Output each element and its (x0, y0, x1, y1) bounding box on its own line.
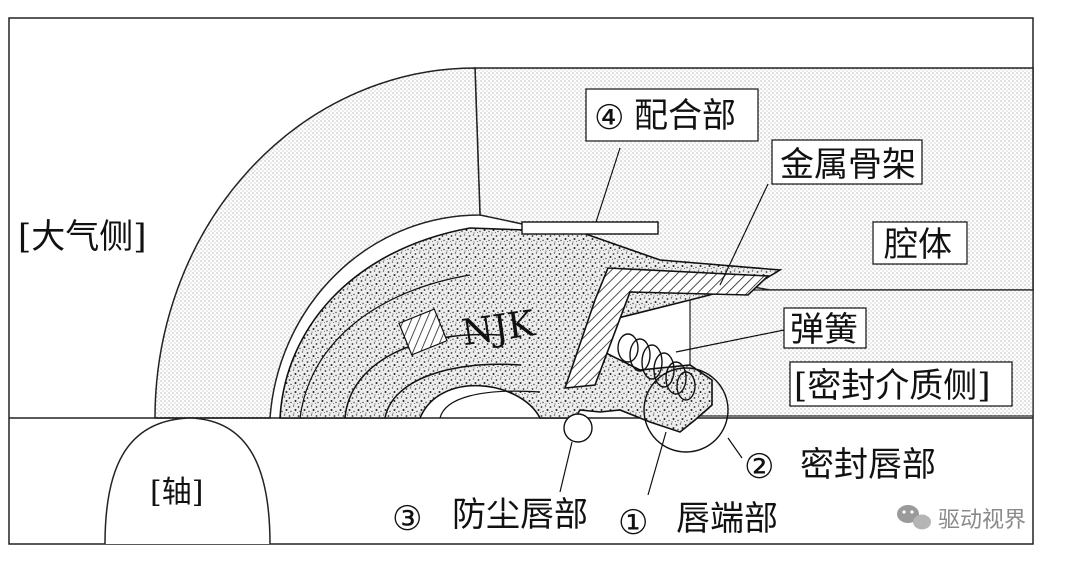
mating-part-strip (521, 221, 659, 235)
shaft-label: [轴] (150, 475, 203, 510)
shaft-end-arc (104, 417, 271, 545)
medium-side-label: [密封介质侧] (794, 366, 991, 406)
wechat-icon (897, 505, 931, 530)
watermark-text: 驱动视界 (938, 508, 1026, 533)
metal-frame-shape (563, 267, 770, 389)
garter-spring (617, 333, 696, 401)
leader-spring (675, 329, 785, 353)
spring-label: 弹簧 (790, 310, 858, 350)
sealing-lip-label: 密封唇部 (800, 445, 936, 485)
dust-lip-label: 防尘唇部 (452, 495, 588, 535)
seal-ring-inner-1 (344, 333, 501, 419)
sealing-lip-marker (643, 367, 729, 453)
metal-frame-label: 金属骨架 (780, 145, 916, 185)
housing-label: 腔体 (884, 225, 952, 265)
mating-label-box (585, 88, 759, 142)
leader-mating (595, 147, 621, 223)
watermark: 驱动视界 (897, 505, 1026, 533)
dust-lip-marker (563, 413, 593, 443)
leader-dust-lip (559, 441, 573, 493)
brand-mark-text: NJK (459, 303, 538, 354)
callout-number-sealing-lip: ② (744, 447, 774, 487)
callout-number-mating: ④ (594, 98, 624, 138)
atmosphere-side-label: [大气侧] (18, 217, 147, 257)
spring-label-box (783, 307, 867, 349)
callout-number-lip-tip: ① (618, 503, 648, 543)
lip-tip-label: 唇端部 (676, 499, 778, 539)
brand-mark-box (398, 308, 448, 356)
leader-sealing-lip (727, 437, 743, 459)
metal-frame-label-box (771, 139, 923, 185)
atmosphere-region (154, 67, 481, 419)
callout-number-dust-lip: ③ (392, 499, 422, 539)
seal-ring-outer-1 (299, 274, 471, 419)
seal-ring-inner-3 (439, 390, 541, 419)
leader-metal-frame (719, 183, 769, 286)
housing-label-box (872, 221, 968, 265)
mating-part-label: 配合部 (634, 96, 736, 136)
leader-lip-tip (647, 431, 667, 496)
seal-ring-inner-2 (384, 363, 521, 419)
medium-side-label-box (789, 361, 1013, 407)
